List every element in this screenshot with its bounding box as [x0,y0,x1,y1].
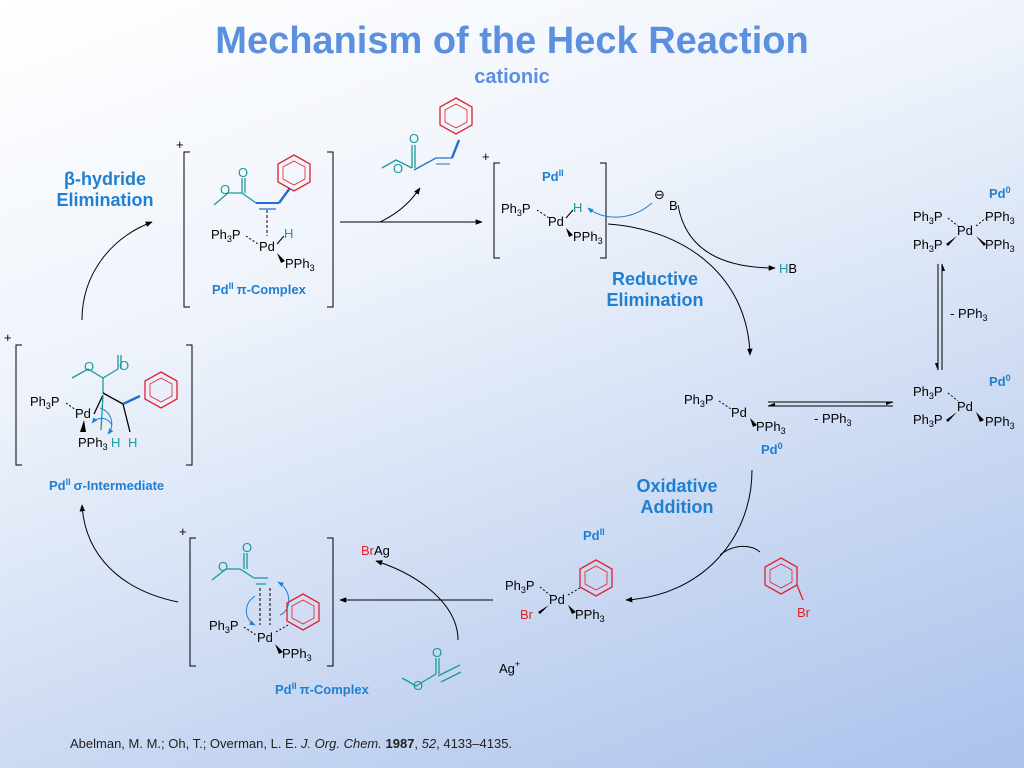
citation: Abelman, M. M.; Oh, T.; Overman, L. E. J… [70,736,513,751]
svg-text:H: H [284,226,293,241]
svg-text:Ph3P: Ph3P [913,412,943,429]
step-label-reductive-elimination: Elimination [606,290,703,310]
reagent-dissociation-middle: - PPh3 [814,411,852,428]
svg-text:PPh3: PPh3 [285,256,315,273]
svg-text:Pd0: Pd0 [989,373,1011,389]
svg-text:Pd: Pd [957,399,973,414]
silver-cation: Ag+ [499,659,520,676]
svg-text:O: O [119,358,129,373]
step-label-beta-hydride: β-hydride [64,169,146,189]
step-label-reductive: Reductive [612,269,698,289]
svg-text:PPh3: PPh3 [575,607,605,624]
svg-text:Ph3P: Ph3P [30,394,60,411]
base: B [669,198,678,213]
svg-text:O: O [218,559,228,574]
svg-text:O: O [84,359,94,374]
svg-text:O: O [409,131,419,146]
svg-text:H: H [573,200,582,215]
svg-text:+: + [4,330,12,345]
step-label-oxidative: Oxidative [636,476,717,496]
svg-text:PdII: PdII [583,527,605,543]
base-charge: ⊖ [654,187,665,202]
product-cinnamate: O O [381,97,473,176]
svg-text:Ph3P: Ph3P [913,209,943,226]
step-label-elimination: Elimination [56,190,153,210]
svg-text:+: + [176,137,184,152]
svg-text:+: + [179,524,187,539]
svg-text:Pd: Pd [957,223,973,238]
reagent-dissociation-right: - PPh3 [950,306,988,323]
svg-text:O: O [242,540,252,555]
svg-text:PPh3: PPh3 [78,435,108,452]
equilibrium-arrows [767,263,946,407]
pd0-tris: Pd0 Ph3P Pd Ph3P PPh3 [913,373,1015,431]
pd0-tetrakis-top: Pd0 Ph3P Pd PPh3 Ph3P PPh3 [913,185,1015,254]
svg-text:PPh3: PPh3 [985,237,1015,254]
cycle-arrows [79,187,776,641]
step-label-addition: Addition [641,497,714,517]
svg-text:PPh3: PPh3 [985,209,1015,226]
svg-text:Ph3P: Ph3P [501,201,531,218]
svg-text:Ph3P: Ph3P [684,392,714,409]
svg-text:Pd0: Pd0 [761,441,783,457]
svg-text:+: + [482,149,490,164]
svg-text:Pd: Pd [75,406,91,421]
aryl-pd-bromide: PdII Ph3P Pd Br PPh3 [505,527,613,624]
page-subtitle: cationic [474,66,550,88]
svg-text:PPh3: PPh3 [756,419,786,436]
svg-text:O: O [413,678,423,693]
svg-text:Pd: Pd [259,239,275,254]
svg-text:O: O [220,182,230,197]
svg-text:Pd: Pd [731,405,747,420]
pd0-bis: Ph3P Pd PPh3 Pd0 [684,392,786,457]
svg-text:O: O [432,645,442,660]
svg-text:PPh3: PPh3 [573,229,603,246]
bromobenzene: Br [764,557,811,620]
svg-text:Pd: Pd [548,214,564,229]
hydrido-pd-complex: + PdII Ph3P Pd H PPh3 [482,149,653,259]
svg-text:O: O [238,165,248,180]
svg-text:Ph3P: Ph3P [211,227,241,244]
svg-text:H: H [128,435,137,450]
svg-text:H: H [111,435,120,450]
svg-text:PPh3: PPh3 [282,646,312,663]
svg-text:Br: Br [520,607,534,622]
svg-text:Pd: Pd [257,630,273,645]
svg-text:Pd: Pd [549,592,565,607]
svg-text:Ph3P: Ph3P [913,384,943,401]
conjugate-acid: HB [779,261,797,276]
svg-text:PdII: PdII [542,168,564,184]
svg-text:Br: Br [797,605,811,620]
svg-text:Ph3P: Ph3P [913,237,943,254]
svg-text:Pd0: Pd0 [989,185,1011,201]
svg-text:Ph3P: Ph3P [505,578,535,595]
silver-bromide: BrAg [361,543,390,558]
svg-text:PPh3: PPh3 [985,414,1015,431]
methyl-acrylate: O O [401,645,462,693]
page-title: Mechanism of the Heck Reaction [215,20,809,62]
svg-text:O: O [393,161,403,176]
svg-text:Ph3P: Ph3P [209,618,239,635]
